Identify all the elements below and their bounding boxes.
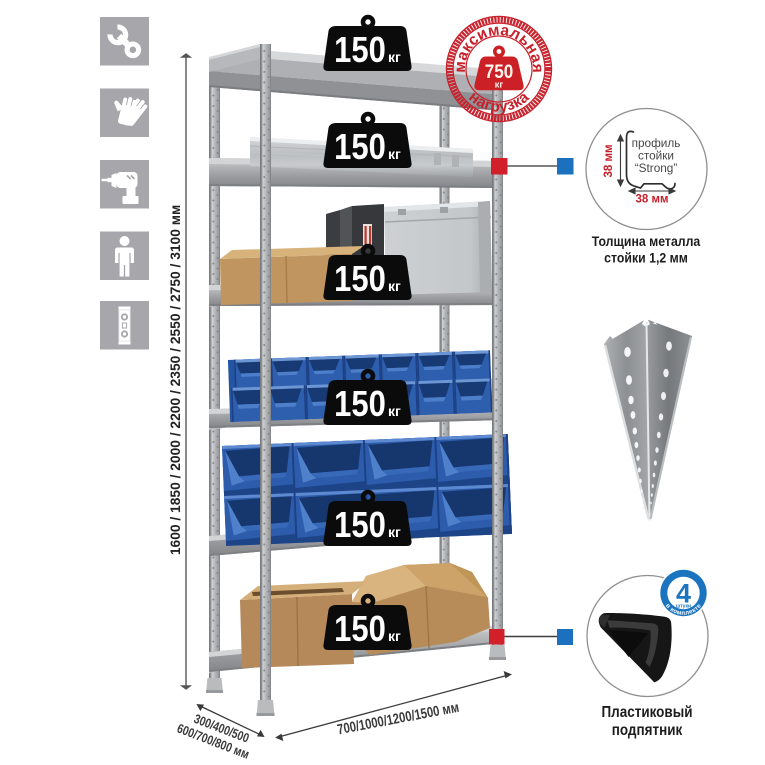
- svg-text:150: 150: [334, 385, 386, 425]
- svg-text:кг: кг: [388, 403, 401, 419]
- svg-text:профиль: профиль: [632, 136, 681, 150]
- svg-text:кг: кг: [388, 524, 401, 540]
- svg-text:1600 / 1850 / 2000 / 2200 / 23: 1600 / 1850 / 2000 / 2200 / 2350 / 2550 …: [168, 205, 183, 555]
- svg-text:38 мм: 38 мм: [603, 144, 615, 177]
- svg-text:150: 150: [334, 31, 386, 71]
- svg-text:кг: кг: [388, 49, 401, 65]
- svg-text:150: 150: [334, 506, 386, 546]
- svg-text:150: 150: [334, 260, 386, 300]
- svg-text:кг: кг: [388, 146, 401, 162]
- svg-text:750: 750: [485, 61, 514, 82]
- svg-text:150: 150: [334, 128, 386, 168]
- svg-text:стойки: стойки: [638, 149, 674, 163]
- svg-text:Пластиковый: Пластиковый: [602, 704, 693, 721]
- svg-text:стойки 1,2 мм: стойки 1,2 мм: [604, 250, 688, 266]
- svg-text:4: 4: [676, 579, 691, 609]
- svg-text:38 мм: 38 мм: [635, 194, 668, 206]
- svg-text:150: 150: [334, 610, 386, 650]
- svg-text:кг: кг: [388, 628, 401, 644]
- svg-text:Толщина металла: Толщина металла: [592, 233, 701, 249]
- svg-text:кг: кг: [495, 80, 504, 91]
- svg-text:кг: кг: [388, 278, 401, 294]
- svg-text:подпятник: подпятник: [612, 722, 683, 739]
- svg-text:штуки: штуки: [676, 604, 691, 610]
- svg-text:“Strong”: “Strong”: [635, 161, 678, 175]
